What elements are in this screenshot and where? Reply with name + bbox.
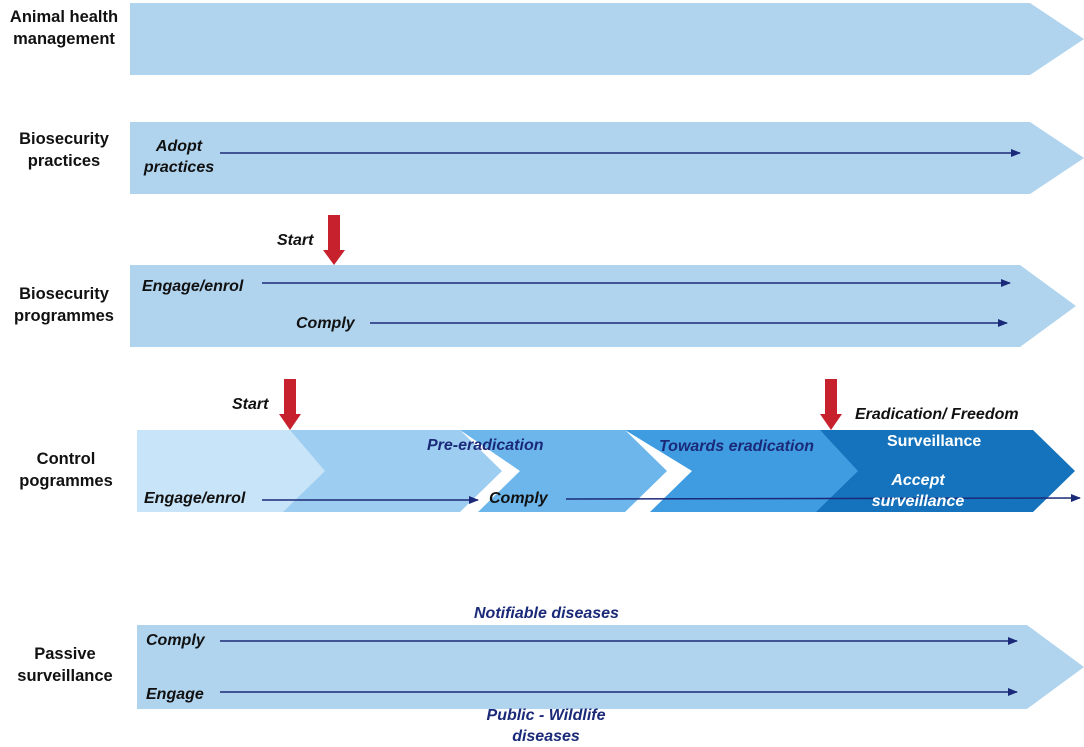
control-stage-3 [460, 430, 667, 512]
programmes-start-label: Start [277, 232, 314, 249]
accept-surveillance-label: Accept surveillance [871, 472, 965, 510]
adopt-practices-label: Adopt practices [143, 138, 215, 176]
public-wildlife-diseases-label: Public - Wildlife diseases [486, 707, 606, 745]
control-stage-5 [816, 430, 1075, 512]
stage-towards-eradication: Towards eradication [659, 438, 814, 455]
control-stage-4 [625, 430, 862, 512]
biosecurity-programmes-band [130, 265, 1076, 347]
control-start-marker [279, 379, 301, 430]
passive-comply-label: Comply [146, 632, 205, 649]
stage-surveillance: Surveillance [887, 433, 982, 450]
row-label-biosecurity-practices: Biosecurity practices [19, 130, 109, 170]
control-comply-arrow [565, 494, 1081, 503]
programmes-start-marker [323, 215, 345, 265]
programmes-comply-label: Comply [296, 315, 355, 332]
row-label-control-programmes: Control pogrammes [19, 450, 113, 490]
control-stage-1 [137, 430, 332, 512]
row-label-passive-surveillance: Passive surveillance [17, 645, 113, 685]
stage-pre-eradication: Pre-eradication [427, 437, 544, 454]
row-label-animal-health: Animal health management [9, 8, 119, 48]
programmes-engage-label: Engage/enrol [142, 278, 244, 295]
control-comply-label: Comply [489, 490, 548, 507]
eradication-marker [820, 379, 842, 430]
passive-surveillance-band [137, 625, 1084, 709]
biosecurity-practices-band [130, 122, 1084, 194]
control-engage-label: Engage/enrol [144, 490, 246, 507]
control-start-label: Start [232, 396, 269, 413]
row-label-biosecurity-programmes: Biosecurity programmes [14, 285, 114, 325]
control-stage-2 [283, 430, 502, 512]
animal-health-band [130, 3, 1084, 75]
notifiable-diseases-label: Notifiable diseases [474, 605, 619, 622]
stage-eradication-freedom: Eradication/ Freedom [855, 406, 1019, 423]
passive-engage-label: Engage [146, 686, 204, 703]
